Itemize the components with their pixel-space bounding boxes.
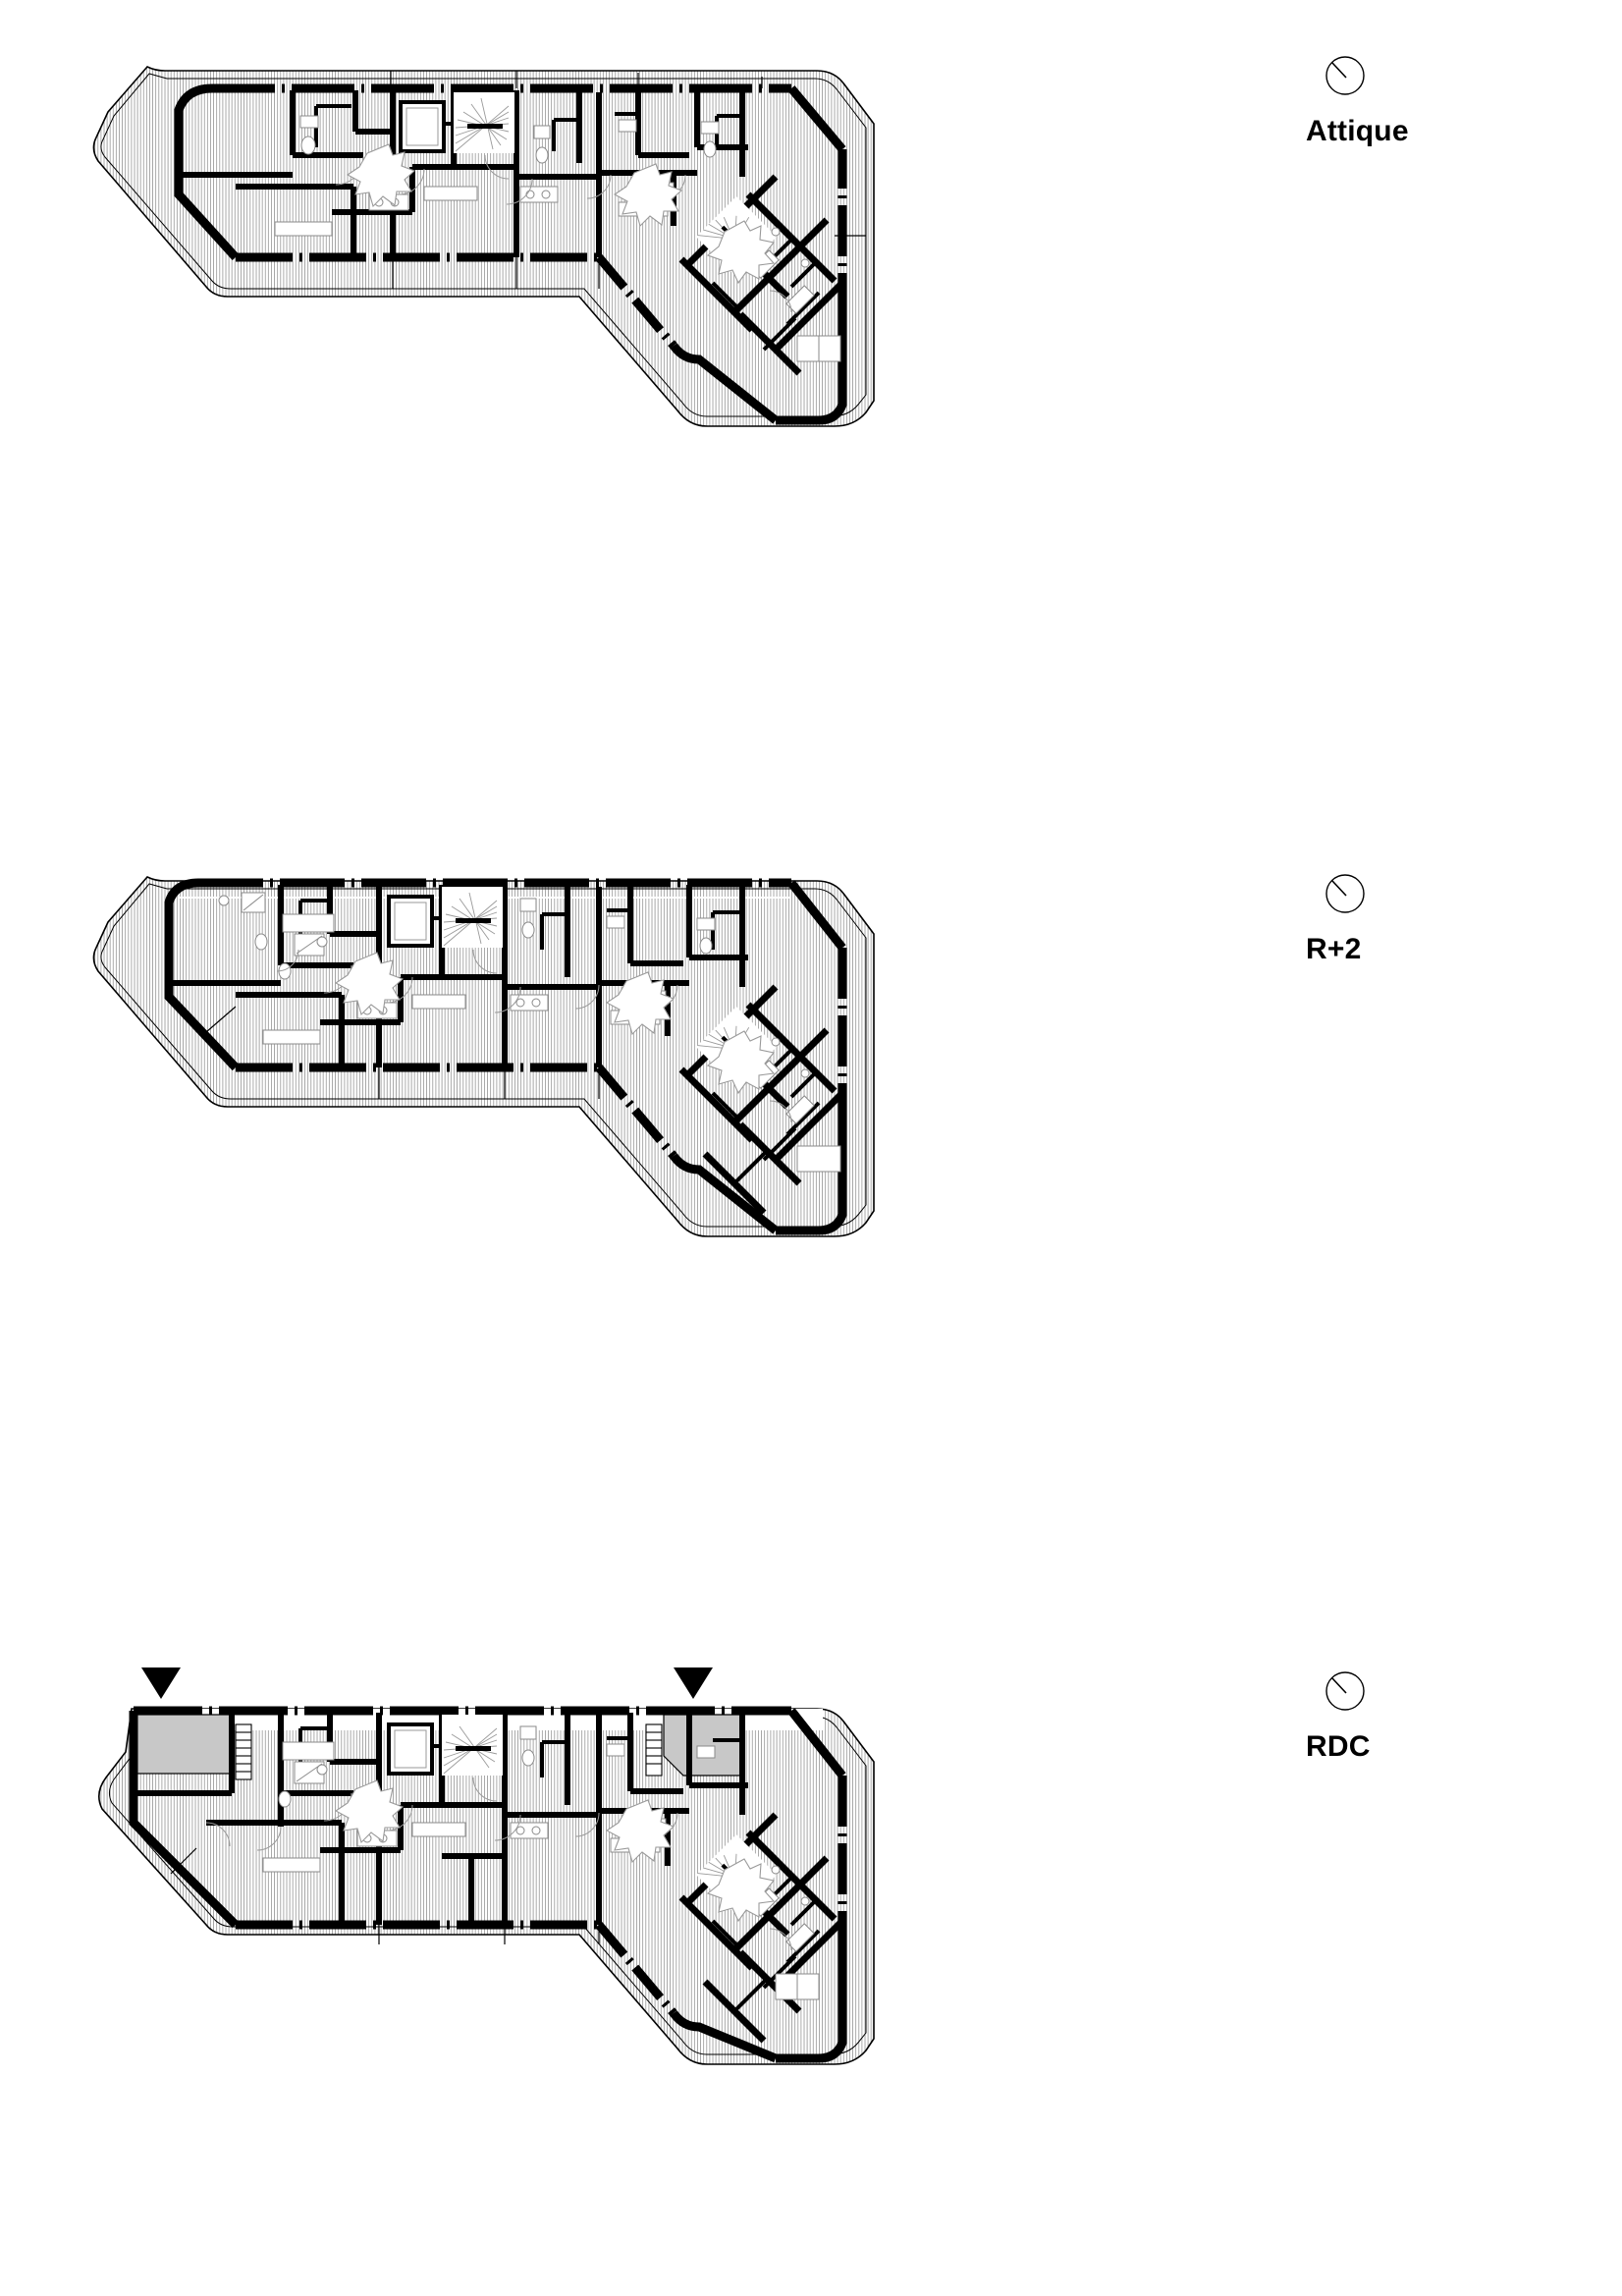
fixtures-rdc [262, 1725, 820, 2000]
building-envelope-r2 [164, 878, 847, 1235]
highlight-room-left [133, 1714, 231, 1775]
stair-flight-left [235, 1723, 252, 1780]
interior-walls-attique [179, 90, 748, 257]
plan-drawing-rdc [98, 1667, 875, 2065]
stair-flight-right [645, 1723, 663, 1777]
door-leaves-r2 [334, 952, 776, 1095]
door-leaves-rdc [334, 1779, 776, 1923]
north-arrow-icon [1325, 56, 1365, 95]
highlight-room-right [663, 1714, 743, 1777]
floor-plan-rdc [88, 1630, 1257, 2092]
elevator-rdc [387, 1722, 434, 1776]
floor-plan-r2 [88, 840, 1257, 1262]
building-envelope-rdc [129, 1706, 847, 2063]
interior-walls-rdc [134, 1713, 748, 1925]
plan-label-r2: R+2 [1306, 933, 1362, 965]
legend-rdc: RDC [1306, 1669, 1371, 1764]
elevator-r2 [387, 895, 434, 948]
floor-plan-attique [88, 29, 1257, 452]
plan-label-attique: Attique [1306, 115, 1409, 147]
plan-label-rdc: RDC [1306, 1730, 1371, 1763]
legend-r2: R+2 [1306, 872, 1367, 966]
plan-drawing-r2 [92, 876, 875, 1237]
balcony-divider-lines-attique [390, 71, 866, 289]
section-marker-right [674, 1667, 713, 1699]
north-arrow-icon [1325, 1671, 1365, 1711]
balcony-divider-lines-r2 [205, 1006, 600, 1099]
north-arrow-icon [1325, 874, 1365, 913]
balcony-divider-lines-rdc [170, 1847, 600, 1944]
legend-attique: Attique [1306, 54, 1409, 148]
building-envelope-attique [174, 83, 847, 425]
elevator-attique [399, 100, 446, 153]
door-leaves-attique [346, 143, 776, 285]
section-marker-left [141, 1667, 181, 1699]
plan-drawing-attique [92, 66, 875, 427]
